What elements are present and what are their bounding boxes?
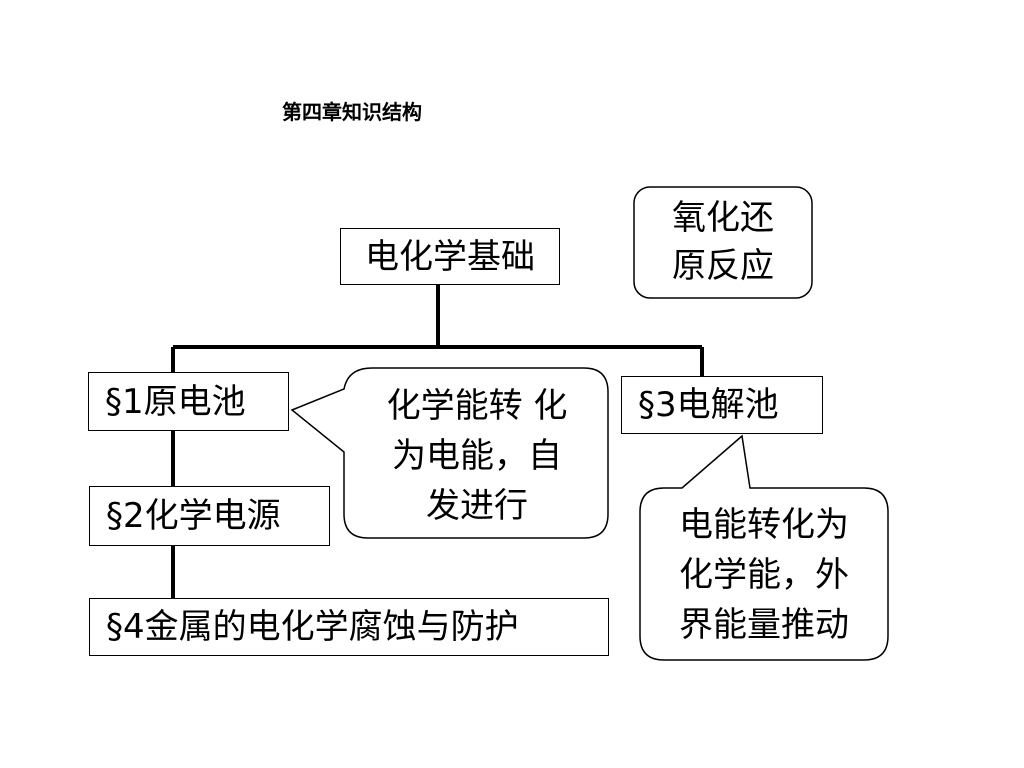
- electrolytic-callout-bubble: [639, 434, 889, 661]
- tree-lines: [171, 284, 704, 598]
- callout-electrolytic-text: 电能转化为 化学能，外 界能量推动: [679, 505, 849, 645]
- node-s1: §1原电池: [88, 372, 289, 431]
- node-redox: 氧化还 原反应: [672, 198, 774, 286]
- galvanic-callout-bubble: [290, 367, 609, 539]
- redox-box-outline: [633, 186, 813, 299]
- node-root: 电化学基础: [340, 228, 560, 285]
- callout-galvanic-text: 化学能转 化 为电能，自 发进行: [386, 386, 568, 526]
- node-s2: §2化学电源: [89, 486, 330, 546]
- node-s3: §3电解池: [621, 376, 823, 434]
- page-title: 第四章知识结构: [282, 100, 422, 124]
- node-s4: §4金属的电化学腐蚀与防护: [89, 598, 609, 656]
